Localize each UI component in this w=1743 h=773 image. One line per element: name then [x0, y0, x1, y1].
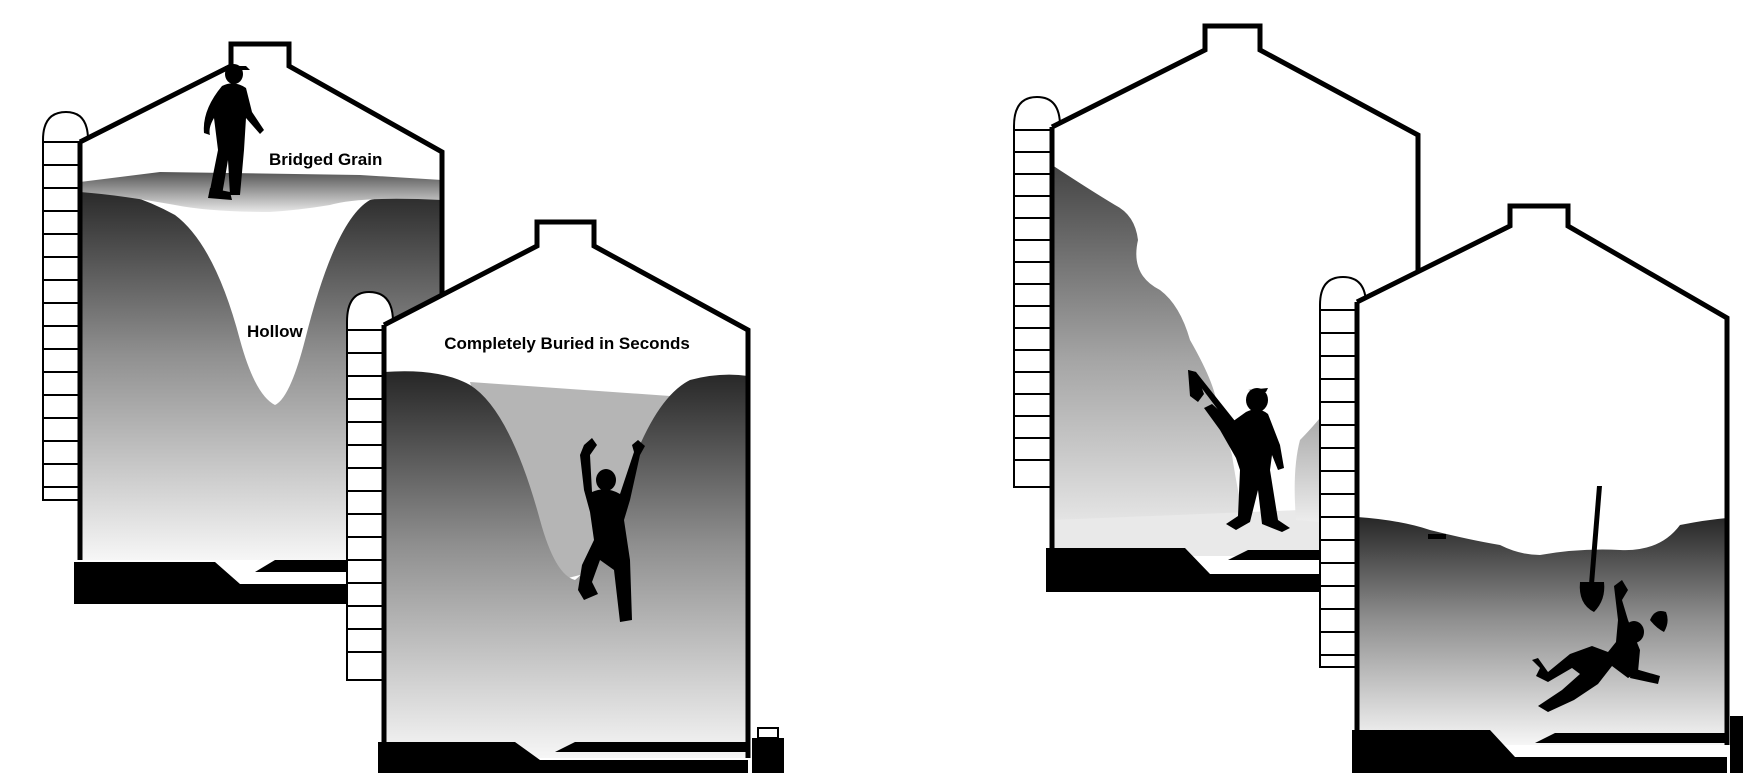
- label-hollow: Hollow: [247, 322, 303, 341]
- base-fixture: [752, 728, 784, 773]
- label-completely-buried: Completely Buried in Seconds: [444, 334, 690, 353]
- small-vent-marker: [1428, 534, 1446, 539]
- bin-avalanche: [1320, 206, 1743, 773]
- label-bridged-grain: Bridged Grain: [269, 150, 382, 169]
- base-fixture: [1730, 716, 1743, 773]
